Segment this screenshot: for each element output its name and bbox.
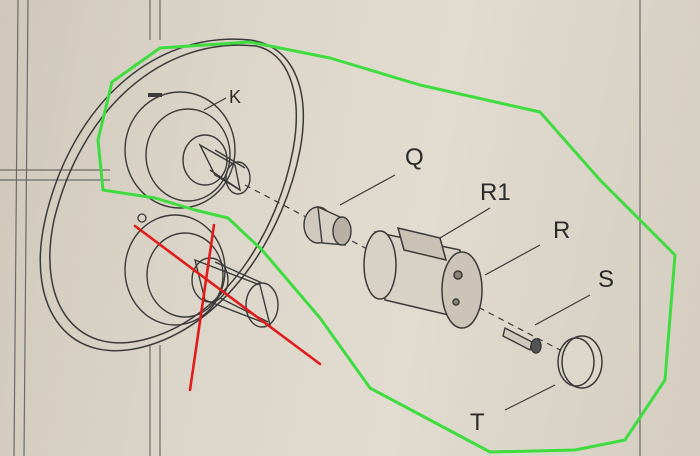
part-s-screw xyxy=(502,326,542,354)
part-r-cartridge xyxy=(363,226,483,329)
leader-lines xyxy=(203,97,591,411)
plate-markings xyxy=(137,93,162,223)
label-k: K xyxy=(229,87,241,107)
upper-valve-k xyxy=(124,91,251,209)
lower-valve xyxy=(124,214,279,328)
label-t: T xyxy=(470,409,485,436)
wall-tile-lines xyxy=(0,0,641,456)
part-t-cap xyxy=(557,335,603,389)
label-r: R xyxy=(553,217,570,244)
label-q: Q xyxy=(405,144,424,171)
label-s: S xyxy=(598,266,614,293)
red-strike-annotation xyxy=(133,223,322,392)
label-r1: R1 xyxy=(480,179,511,206)
green-outline-annotation xyxy=(96,40,677,454)
part-q xyxy=(303,205,352,246)
escutcheon-plate xyxy=(39,38,304,352)
